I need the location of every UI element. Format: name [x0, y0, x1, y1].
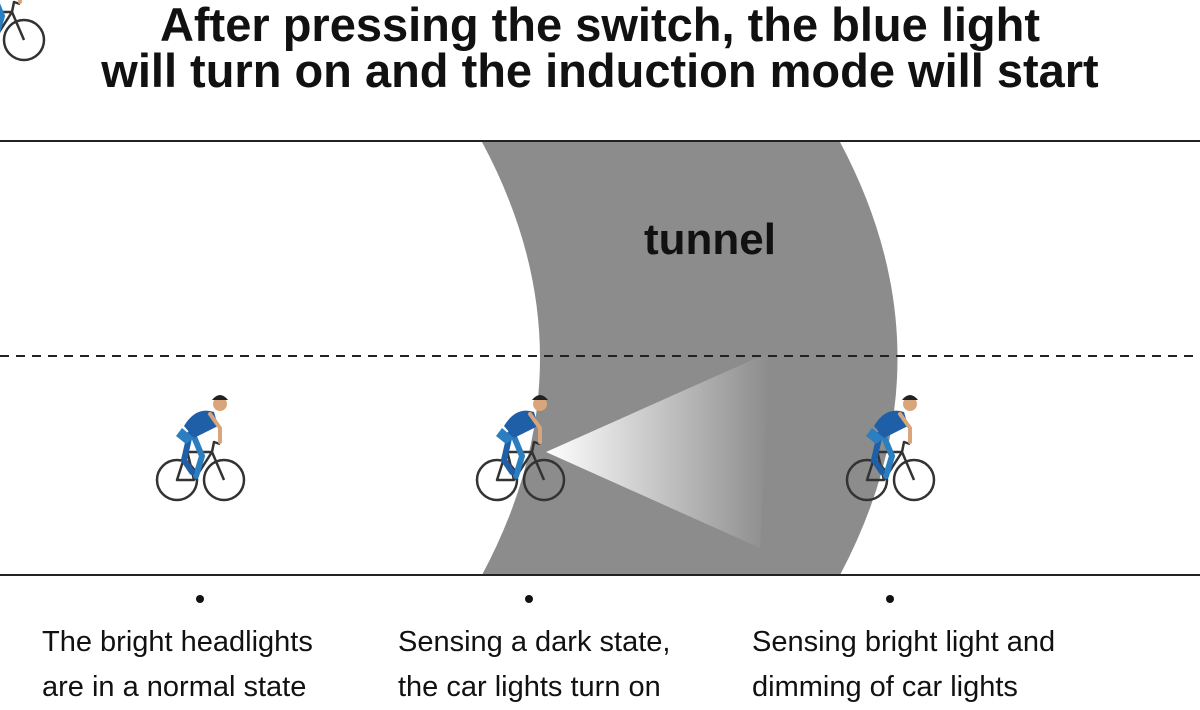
tunnel-label: tunnel	[644, 215, 776, 264]
title-line-1: After pressing the switch, the blue ligh…	[159, 0, 1041, 51]
diagram-title: After pressing the switch, the blue ligh…	[0, 0, 1200, 97]
stage-3-line-1: Sensing bright light and	[752, 626, 1056, 658]
stage-1-line-1: The bright headlights	[42, 626, 313, 658]
title-line-2: will turn on and the induction mode will…	[101, 44, 1099, 97]
stage-2-marker	[525, 595, 533, 603]
stage-3-marker	[886, 595, 894, 603]
stage-1-line-2: are in a normal state	[42, 671, 307, 703]
stage-3-line-2: dimming of car lights	[752, 671, 1018, 703]
stage-2-line-1: Sensing a dark state,	[398, 626, 671, 658]
headlight-beam	[546, 352, 770, 548]
stage-1-marker	[196, 595, 204, 603]
stage-2-line-2: the car lights turn on	[398, 671, 661, 703]
cyclist-1	[157, 395, 244, 500]
stage-1-caption: The bright headlights are in a normal st…	[42, 620, 313, 710]
stage-3-caption: Sensing bright light and dimming of car …	[752, 620, 1055, 710]
stage-2-caption: Sensing a dark state, the car lights tur…	[398, 620, 670, 710]
